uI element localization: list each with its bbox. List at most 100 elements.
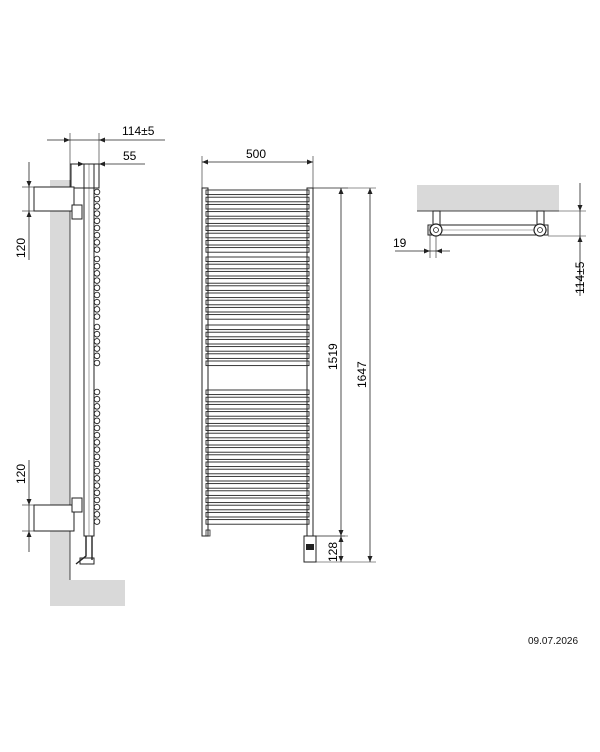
side-tube [93,188,101,196]
lower-bracket [33,504,75,532]
front-tube [205,232,310,239]
upper-bracket [33,186,75,212]
side-tube [93,352,101,360]
side-tube [93,439,101,446]
side-tube [93,231,101,239]
side-tube [93,323,101,331]
side-tube [93,410,101,417]
side-tube [93,395,101,403]
front-total-height-label: 1647 [355,361,369,388]
front-tubes [205,189,310,525]
side-tube [93,224,101,232]
side-tube [93,518,101,525]
side-tube [93,291,101,299]
front-tube [205,389,310,396]
side-tube [93,496,101,504]
front-tube [205,432,310,439]
side-tube [93,298,101,306]
front-tube [205,256,310,263]
front-tube [205,396,310,403]
front-tube [205,346,310,352]
front-tube [205,285,310,291]
front-tube [205,439,310,446]
front-tube [205,461,310,468]
front-tube [205,218,310,224]
side-tube [93,330,101,338]
front-tube [205,324,310,331]
front-tube [205,338,310,345]
top-wall [417,185,559,211]
front-bottom-label: 128 [326,542,340,562]
top-view: 19 114±5 [393,183,587,296]
side-tube [93,195,101,203]
front-tube [205,475,310,482]
side-tube [93,277,101,284]
side-tube [93,203,101,210]
side-tube [93,424,101,432]
side-tube [93,417,101,425]
front-tube [205,225,310,232]
front-width-label: 500 [246,147,266,161]
front-tube [205,353,310,359]
side-view: 114±5 55 120 120 [14,124,165,606]
front-tube [205,497,310,504]
front-tube [205,511,310,518]
side-tube [93,306,101,313]
front-tube [205,454,310,460]
side-tube [93,262,101,270]
side-tube [93,467,101,475]
side-tube [93,338,101,345]
upper-bracket-label: 120 [14,238,28,258]
side-tube [93,503,101,511]
front-height-label: 1519 [326,343,340,370]
side-tube [93,431,101,439]
front-tube [205,299,310,306]
side-tube [93,217,101,225]
front-tube [205,278,310,284]
side-top-cap [70,163,100,189]
front-tube [205,418,310,424]
lower-bracket-label: 120 [14,464,28,484]
front-tube [205,314,310,320]
side-tube [93,482,101,489]
side-tube [93,210,101,217]
side-tube [93,246,101,253]
front-tube [205,483,310,489]
front-tube [205,504,310,511]
front-tube [205,189,310,196]
front-tube [205,519,310,525]
front-tube [205,196,310,203]
front-left-collector [201,187,209,537]
side-tube [93,359,101,367]
front-tube [205,468,310,475]
side-offset-label: 114±5 [122,124,155,138]
side-tube [93,313,101,320]
front-view: 500 1519 1647 128 [201,147,376,563]
side-tube [93,284,101,292]
front-tube [205,263,310,270]
side-wall [50,180,125,606]
side-tubes [93,188,101,525]
front-tube [205,203,310,210]
front-tube [205,403,310,410]
front-tube [205,292,310,299]
side-tube [93,511,101,518]
front-tube [205,411,310,417]
front-tube [205,331,310,338]
side-tube [93,403,101,410]
front-tube [205,211,310,217]
top-offset-label: 114±5 [573,261,587,294]
side-tube [93,489,101,497]
side-heating-element [75,536,93,565]
front-heating-element [303,535,317,563]
top-left-collector [429,223,443,237]
front-tube [205,247,310,253]
side-tube [93,475,101,482]
side-tube [93,239,101,246]
side-tube [93,460,101,468]
date-label: 09.07.2026 [528,636,579,647]
side-depth-label: 55 [123,149,137,163]
top-right-collector [533,223,547,237]
front-tube [205,306,310,313]
